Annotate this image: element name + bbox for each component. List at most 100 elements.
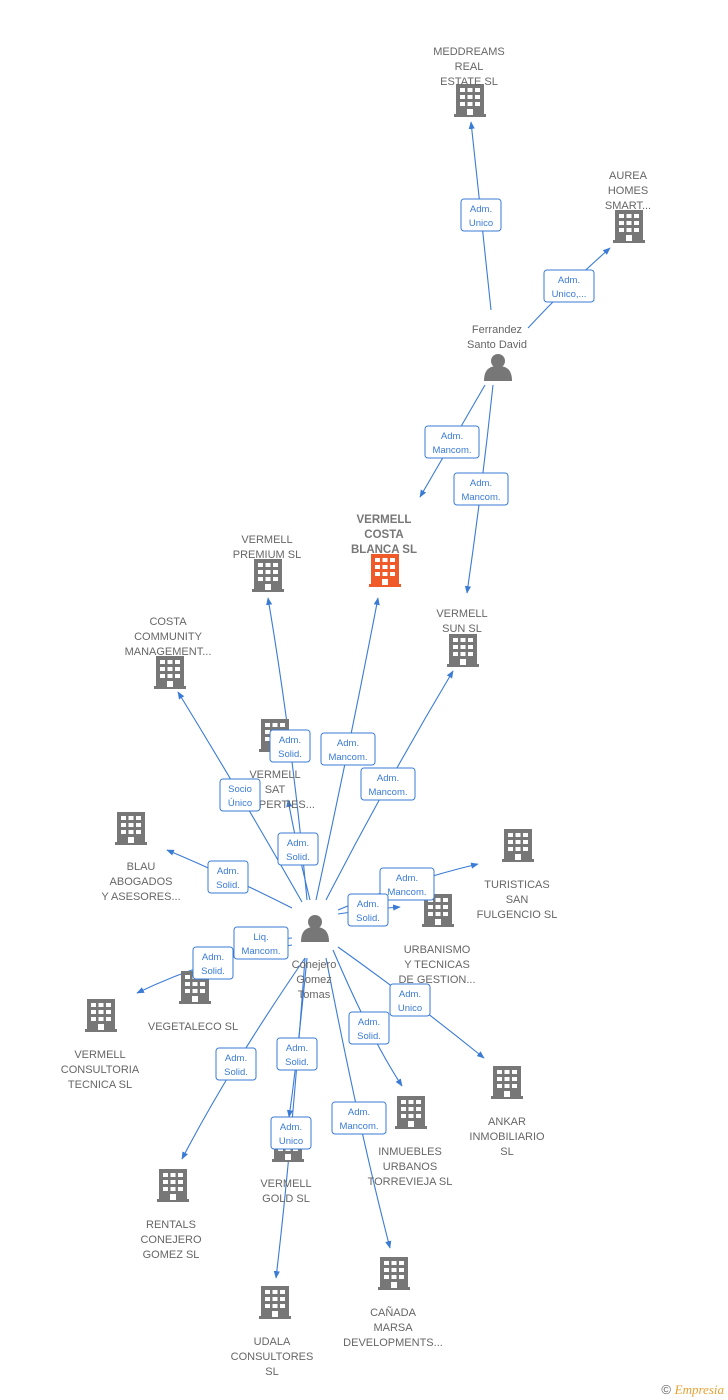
node-label[interactable]: SL	[265, 1366, 278, 1378]
node-label[interactable]: SUN SL	[442, 623, 482, 635]
edge-label-box[interactable]	[348, 1011, 390, 1045]
node-label[interactable]: SMART...	[605, 200, 651, 212]
edge-label-box[interactable]	[215, 1047, 257, 1081]
edge-label-box[interactable]	[543, 269, 595, 303]
node-label[interactable]: INMUEBLES	[378, 1146, 442, 1158]
building-icon[interactable]	[157, 1169, 189, 1202]
node-canada[interactable]: CAÑADAMARSADEVELOPMENTS...	[343, 1257, 443, 1349]
node-label[interactable]: BLAU	[127, 861, 156, 873]
edge-label-vegetaleco[interactable]: Liq.Mancom.	[233, 926, 289, 960]
node-label[interactable]: AUREA	[609, 170, 648, 182]
edge-label-meddreams[interactable]: Adm.Unico	[460, 198, 502, 232]
building-icon[interactable]	[115, 812, 147, 845]
building-icon[interactable]	[454, 84, 486, 117]
node-label[interactable]: MEDDREAMS	[433, 46, 505, 58]
person-icon[interactable]	[301, 915, 329, 942]
brand-logo[interactable]: Empresia	[674, 1382, 724, 1397]
building-icon[interactable]	[252, 559, 284, 592]
node-label[interactable]: CONEJERO	[140, 1234, 202, 1246]
edge-label-box[interactable]	[360, 767, 416, 801]
edge-label-box[interactable]	[453, 472, 509, 506]
node-label[interactable]: CONSULTORIA	[61, 1064, 140, 1076]
node-urbanismo[interactable]: URBANISMO Y TECNICAS DE GESTION...	[398, 894, 476, 986]
node-vermell-costa[interactable]: VERMELL COSTA BLANCA SL	[351, 514, 417, 587]
edge-label-vermell_costa[interactable]: Adm.Mancom.	[320, 732, 376, 766]
edge-label-box[interactable]	[389, 983, 431, 1017]
building-icon[interactable]	[378, 1257, 410, 1290]
node-label[interactable]: GOLD SL	[262, 1193, 310, 1205]
node-label[interactable]: TECNICA SL	[68, 1079, 132, 1091]
node-label[interactable]: URBANISMO	[404, 944, 471, 956]
edge-label-blau[interactable]: Adm.Solid.	[207, 860, 249, 894]
node-label[interactable]: INMOBILIARIO	[469, 1131, 545, 1143]
edge-label-vermell_gold[interactable]: Adm.Solid.	[276, 1037, 318, 1071]
node-label[interactable]: CONSULTORES	[231, 1351, 314, 1363]
edge-label-vermell_costa[interactable]: Adm.Mancom.	[424, 425, 480, 459]
edge-label-box[interactable]	[219, 778, 261, 812]
node-label[interactable]: BLANCA SL	[351, 544, 417, 556]
edge-label-urbanismo[interactable]: Adm.Solid.	[347, 893, 389, 927]
node-label[interactable]: DE GESTION...	[398, 974, 475, 986]
node-label[interactable]: COSTA	[364, 529, 403, 541]
node-label[interactable]: Gomez	[296, 974, 331, 986]
edge-label-box[interactable]	[347, 893, 389, 927]
node-label[interactable]: COMMUNITY	[134, 631, 202, 643]
node-inmuebles[interactable]: INMUEBLES URBANOS TORREVIEJA SL	[368, 1096, 453, 1188]
edge-label-ankar[interactable]: Adm.Unico	[389, 983, 431, 1017]
node-label[interactable]: VERMELL	[260, 1178, 311, 1190]
edge-label-box[interactable]	[320, 732, 376, 766]
building-icon[interactable]	[502, 829, 534, 862]
node-label[interactable]: VERMELL	[436, 608, 487, 620]
node-costa-community[interactable]: COSTACOMMUNITYMANAGEMENT...	[125, 616, 212, 689]
edge-label-box[interactable]	[269, 729, 311, 763]
node-label[interactable]: FULGENCIO SL	[477, 909, 558, 921]
node-label[interactable]: Tomas	[298, 989, 331, 1001]
node-label[interactable]: VERMELL	[357, 514, 412, 526]
edge-label-aurea[interactable]: Adm.Unico,...	[543, 269, 595, 303]
edge-label-box[interactable]	[207, 860, 249, 894]
edge-label-vermell_sun[interactable]: Adm.Mancom.	[360, 767, 416, 801]
node-label[interactable]: RENTALS	[146, 1219, 196, 1231]
node-label[interactable]: URBANOS	[383, 1161, 437, 1173]
edge-label-vermell_consultoria[interactable]: Adm.Solid.	[192, 946, 234, 980]
node-vermell-consultoria[interactable]: VERMELL CONSULTORIA TECNICA SL	[61, 999, 140, 1091]
building-icon[interactable]	[491, 1066, 523, 1099]
edge-label-canada[interactable]: Adm.Mancom.	[331, 1101, 387, 1135]
node-vegetaleco[interactable]: VEGETALECO SL	[148, 971, 238, 1033]
edge-label-vermell_sat[interactable]: Adm.Solid.	[277, 832, 319, 866]
edge-label-box[interactable]	[331, 1101, 387, 1135]
node-label[interactable]: MARSA	[373, 1322, 413, 1334]
edge-label-box[interactable]	[276, 1037, 318, 1071]
node-label[interactable]: Ferrandez	[472, 324, 522, 336]
node-label[interactable]: VERMELL	[241, 534, 292, 546]
node-label[interactable]: Santo David	[467, 339, 527, 351]
edge-label-box[interactable]	[277, 832, 319, 866]
edge-label-box[interactable]	[270, 1116, 312, 1150]
edge-label-inmuebles[interactable]: Adm.Solid.	[348, 1011, 390, 1045]
node-label[interactable]: TORREVIEJA SL	[368, 1176, 453, 1188]
node-label[interactable]: HOMES	[608, 185, 648, 197]
node-vermell-gold[interactable]: VERMELL GOLD SL	[260, 1129, 312, 1205]
node-label[interactable]: Y ASESORES...	[101, 891, 180, 903]
building-icon[interactable]	[447, 634, 479, 667]
edge-label-box[interactable]	[233, 926, 289, 960]
building-icon[interactable]	[369, 554, 401, 587]
node-label[interactable]: Y TECNICAS	[404, 959, 470, 971]
person-icon[interactable]	[484, 354, 512, 381]
building-icon[interactable]	[259, 1286, 291, 1319]
node-label[interactable]: TURISTICAS	[484, 879, 549, 891]
node-vermell-sun[interactable]: VERMELL SUN SL	[436, 608, 488, 667]
edge-label-turisticas[interactable]: Adm.Mancom.	[379, 867, 435, 901]
edge-label-box[interactable]	[460, 198, 502, 232]
edge-label-box[interactable]	[424, 425, 480, 459]
building-icon[interactable]	[395, 1096, 427, 1129]
node-label[interactable]: VERMELL	[74, 1049, 125, 1061]
node-label[interactable]: REAL	[455, 61, 484, 73]
